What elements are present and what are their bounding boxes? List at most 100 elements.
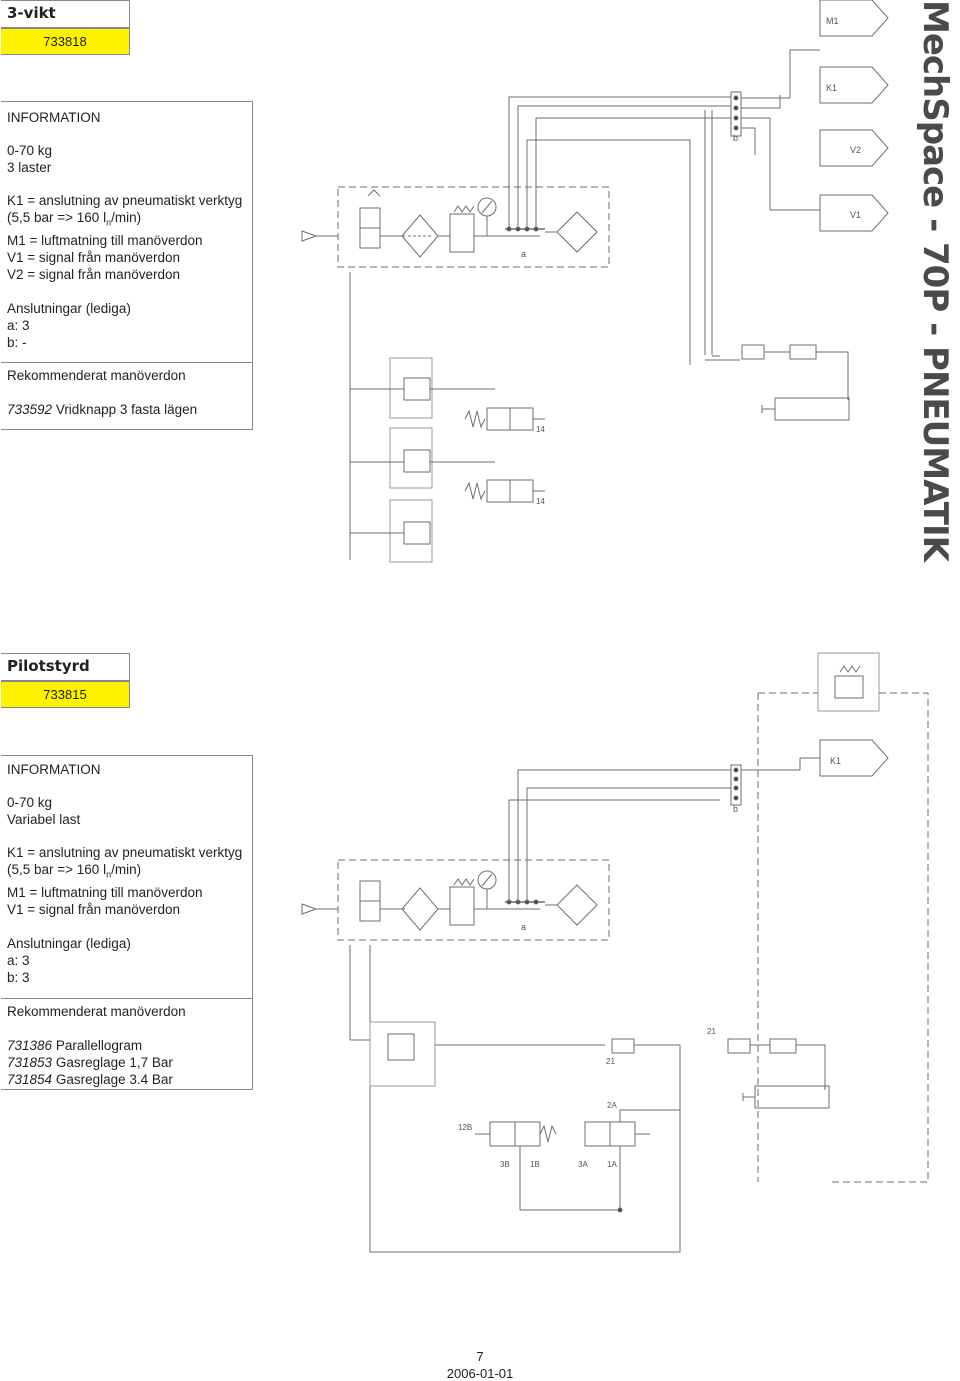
port-m1 xyxy=(819,0,889,37)
regulator-valve xyxy=(449,213,475,253)
filter-symbol xyxy=(401,887,439,931)
port-v2 xyxy=(819,129,889,167)
supply-arrow xyxy=(301,230,318,242)
schematic-3-vikt xyxy=(301,0,889,563)
connection-b: b: - xyxy=(7,334,27,350)
info-heading: INFORMATION xyxy=(7,110,101,125)
frl-unit-enclosure xyxy=(337,859,610,941)
k1-description: K1 = anslutning av pneumatiskt verktyg xyxy=(7,193,243,208)
pilot-valve xyxy=(817,652,880,712)
k1-flow-value: (5,5 bar => 160 l xyxy=(7,210,107,225)
manual-valve-3 xyxy=(389,499,433,563)
check-valve xyxy=(727,1038,751,1054)
label-port-14: 14 xyxy=(536,497,545,506)
connection-a: a: 3 xyxy=(7,952,30,968)
label-21: 21 xyxy=(707,1027,716,1036)
load-description: Variabel last xyxy=(7,812,81,827)
label-2a: 2A xyxy=(607,1101,617,1110)
connections-heading: Anslutningar (lediga) xyxy=(7,935,131,951)
load-range: 0-70 kg xyxy=(7,143,53,158)
recommended-heading: Rekommenderat manöverdon xyxy=(7,367,186,383)
recommended-item-code: 731854 xyxy=(7,1071,53,1087)
lubricator-symbol xyxy=(556,211,598,253)
parallelogram-valve xyxy=(369,1021,436,1087)
recommended-item-code: 731386 xyxy=(7,1037,53,1053)
lubricator-symbol xyxy=(556,884,598,926)
info-heading: INFORMATION xyxy=(7,762,101,777)
port-k1 xyxy=(819,66,889,104)
m1-description: M1 = luftmatning till manöverdon xyxy=(7,884,203,900)
label-v2: V2 xyxy=(850,145,861,155)
recommended-item-name: Gasreglage 1,7 Bar xyxy=(52,1054,173,1070)
k1-flow-value: (5,5 bar => 160 l xyxy=(7,862,107,877)
frl-unit-enclosure xyxy=(337,186,610,268)
recommended-heading: Rekommenderat manöverdon xyxy=(7,1003,186,1019)
recommended-item-code: 733592 xyxy=(7,401,53,417)
check-valve xyxy=(611,1038,635,1054)
section-title-tab: Pilotstyrd xyxy=(1,653,130,681)
label-v1: V1 xyxy=(850,210,861,220)
product-code-badge: 733815 xyxy=(1,681,130,708)
connections-heading: Anslutningar (lediga) xyxy=(7,300,131,316)
label-manifold-a: a xyxy=(521,249,526,259)
k1-flow-subscript: n xyxy=(106,869,112,880)
recommended-item: 733592 Vridknapp 3 fasta lägen xyxy=(7,401,246,418)
label-k1: K1 xyxy=(826,83,837,93)
section-title: 3-vikt xyxy=(7,4,56,22)
regulator-valve xyxy=(449,886,475,926)
label-manifold-b: b xyxy=(733,133,738,143)
recommended-item-name: Vridknapp 3 fasta lägen xyxy=(52,401,198,417)
pneumatic-cylinder xyxy=(754,1085,830,1109)
label-1a: 1A xyxy=(607,1160,617,1169)
product-code-badge: 733818 xyxy=(1,28,130,55)
throttle-valve xyxy=(769,1038,797,1054)
filter-symbol xyxy=(401,214,439,258)
recommended-item: 731386 Parallellogram xyxy=(7,1037,246,1054)
k1-flow-unit: /min) xyxy=(111,210,142,225)
label-1b: 1B xyxy=(530,1160,540,1169)
load-range: 0-70 kg xyxy=(7,795,53,810)
k1-flow-unit: /min) xyxy=(111,862,142,877)
recommended-item: 731853 Gasreglage 1,7 Bar xyxy=(7,1054,246,1071)
v1-description: V1 = signal från manöverdon xyxy=(7,901,180,917)
throttle-valve xyxy=(789,344,817,360)
schematic-pilotstyrd xyxy=(301,652,929,1253)
port-v1 xyxy=(819,194,889,232)
info-panel: INFORMATION 0-70 kg 3 laster K1 = anslut… xyxy=(1,101,253,430)
info-panel: INFORMATION 0-70 kg Variabel last K1 = a… xyxy=(1,755,253,1090)
label-manifold-a: a xyxy=(521,922,526,932)
label-21: 21 xyxy=(606,1057,615,1066)
recommended-item: 731854 Gasreglage 3.4 Bar xyxy=(7,1071,246,1088)
k1-flow: (5,5 bar => 160 ln/min) xyxy=(7,861,246,884)
page-date: 2006-01-01 xyxy=(446,1366,514,1381)
connection-b: b: 3 xyxy=(7,969,30,985)
label-12b: 12B xyxy=(458,1123,472,1132)
k1-description: K1 = anslutning av pneumatiskt verktyg xyxy=(7,845,243,860)
v2-description: V2 = signal från manöverdon xyxy=(7,266,180,282)
recommended-item-code: 731853 xyxy=(7,1054,53,1070)
label-port-14: 14 xyxy=(536,425,545,434)
pneumatic-cylinder xyxy=(774,397,850,421)
label-3b: 3B xyxy=(500,1160,510,1169)
manual-valve-2 xyxy=(389,427,433,489)
recommended-item-name: Gasreglage 3.4 Bar xyxy=(52,1071,173,1087)
check-valve xyxy=(741,344,765,360)
section-title: Pilotstyrd xyxy=(7,657,90,675)
label-manifold-b: b xyxy=(733,804,738,814)
load-description: 3 laster xyxy=(7,160,52,175)
k1-flow: (5,5 bar => 160 ln/min) xyxy=(7,209,246,232)
section-title-tab: 3-vikt xyxy=(1,0,130,28)
port-k1 xyxy=(819,739,889,777)
v1-description: V1 = signal från manöverdon xyxy=(7,249,180,265)
page-number: 7 xyxy=(476,1349,484,1364)
k1-flow-subscript: n xyxy=(106,217,112,228)
manual-valve-1 xyxy=(389,357,433,419)
label-k1: K1 xyxy=(830,756,841,766)
connection-a: a: 3 xyxy=(7,317,30,333)
recommended-item-name: Parallellogram xyxy=(52,1037,143,1053)
label-m1: M1 xyxy=(826,16,839,26)
label-3a: 3A xyxy=(578,1160,588,1169)
supply-arrow xyxy=(301,903,318,915)
m1-description: M1 = luftmatning till manöverdon xyxy=(7,232,203,248)
